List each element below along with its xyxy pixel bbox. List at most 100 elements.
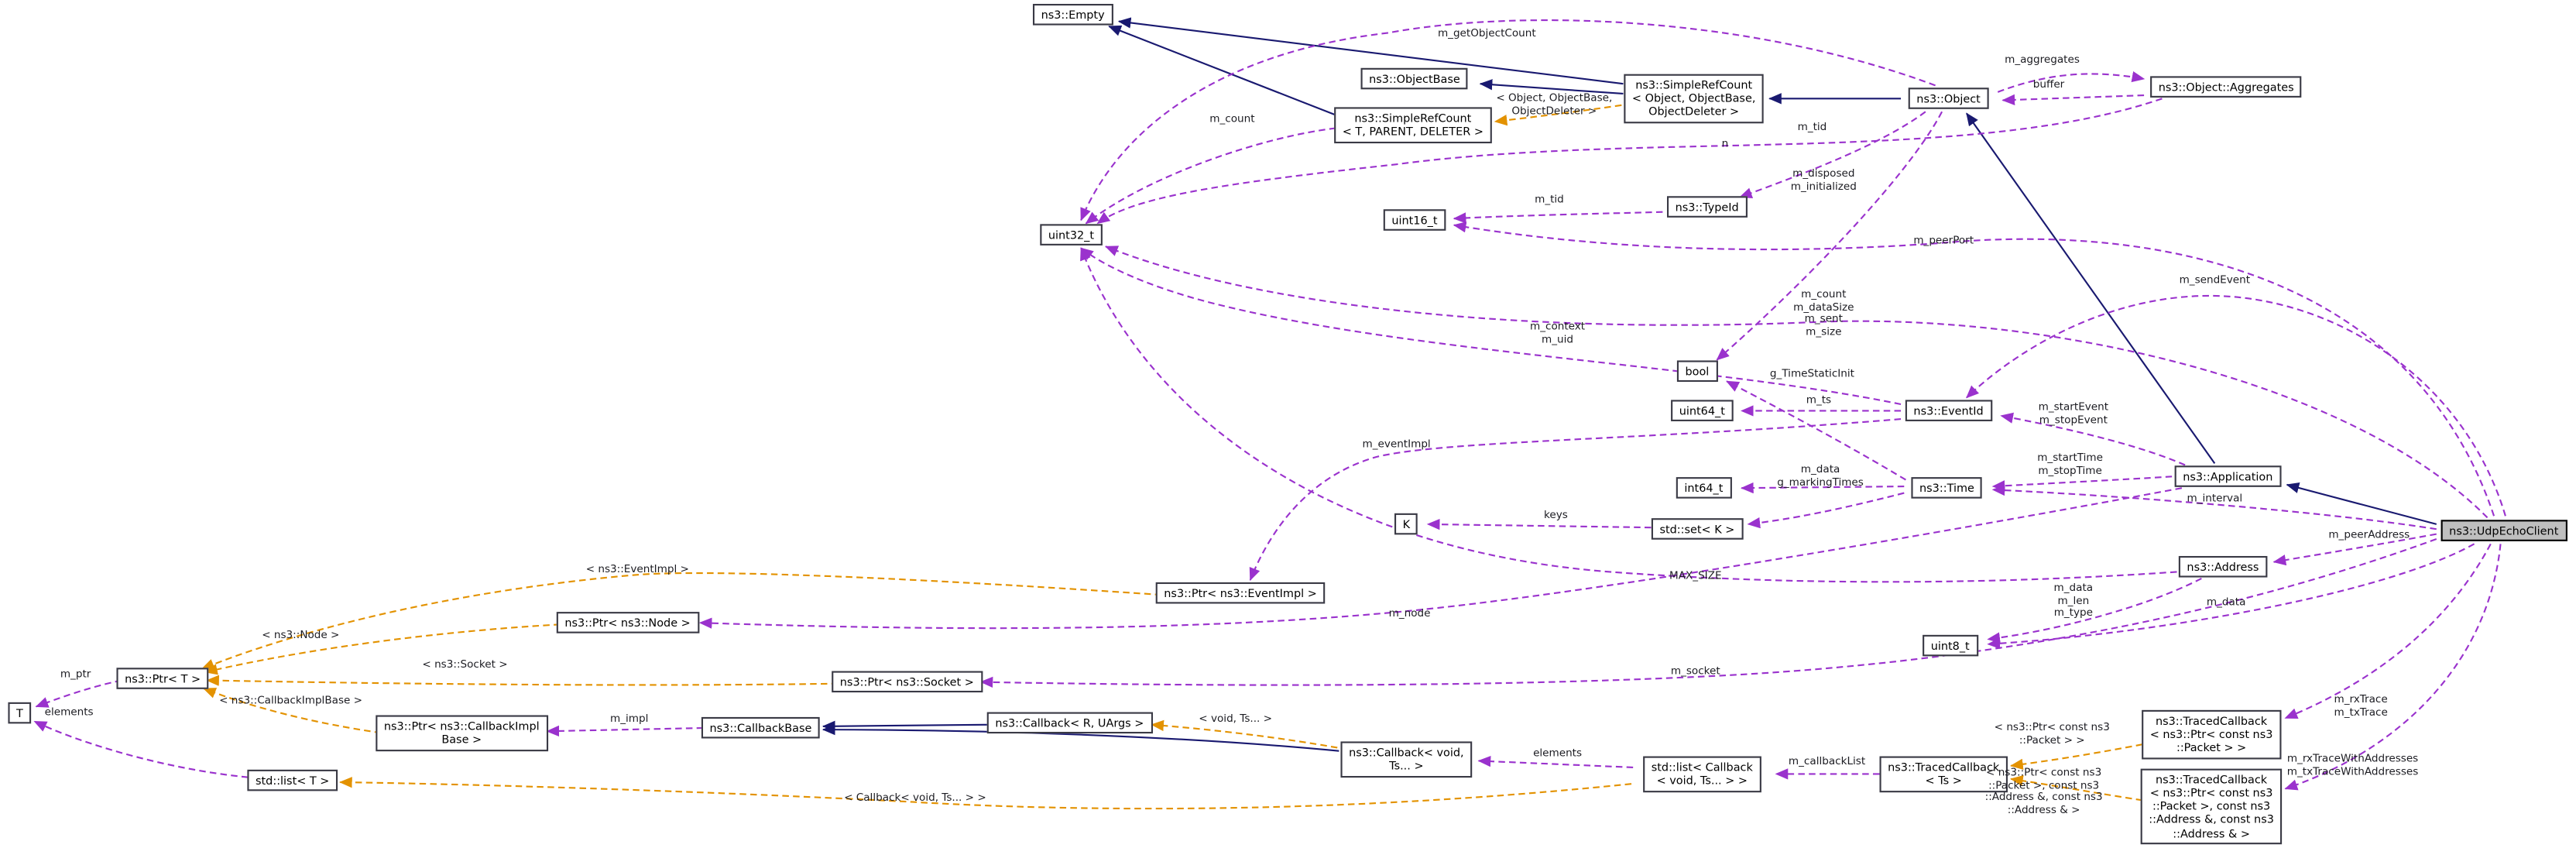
edge-tracedcallback-packet-to-tracedcallback-ts bbox=[2010, 743, 2143, 770]
edge-setk-to-k bbox=[1426, 518, 1652, 530]
node-bool[interactable]: bool bbox=[1676, 360, 1717, 383]
edge-label-ptr-node-to-ptr-t: < ns3::Node > bbox=[262, 628, 340, 642]
node-list-t[interactable]: std::list< T > bbox=[247, 769, 338, 791]
edge-label-list-t-to-t: elements bbox=[44, 705, 94, 719]
node-tracedcallback-ts[interactable]: ns3::TracedCallback < Ts > bbox=[1879, 756, 2008, 792]
edge-simplerefcount-object-to-objectbase bbox=[1479, 79, 1624, 95]
node-ptr-t[interactable]: ns3::Ptr< T > bbox=[116, 668, 209, 690]
node-empty[interactable]: ns3::Empty bbox=[1032, 4, 1113, 26]
edge-label-udpechoclient-to-time: m_interval bbox=[2187, 491, 2243, 505]
edge-label-list-callback-to-list-t: < Callback< void, Ts... > > bbox=[844, 791, 986, 805]
node-uint8[interactable]: uint8_t bbox=[1923, 634, 1978, 657]
node-objectbase[interactable]: ns3::ObjectBase bbox=[1360, 67, 1469, 90]
edge-label-udpechoclient-to-address: m_peerAddress bbox=[2328, 527, 2410, 541]
node-callback-void[interactable]: ns3::Callback< void, Ts... > bbox=[1340, 741, 1473, 778]
node-tracedcallback-addresses[interactable]: ns3::TracedCallback < ns3::Ptr< const ns… bbox=[2140, 768, 2283, 846]
edge-udpechoclient-to-tracedcallback-packet bbox=[2284, 543, 2492, 719]
edge-label-object-to-bool: m_disposed m_initialized bbox=[1790, 167, 1857, 193]
edge-callback-void-to-callback-r bbox=[1151, 719, 1338, 749]
node-simplerefcount-tpl[interactable]: ns3::SimpleRefCount < T, PARENT, DELETER… bbox=[1334, 107, 1492, 143]
edge-label-ptr-eventimpl-to-ptr-t: < ns3::EventImpl > bbox=[585, 562, 689, 576]
edge-object-to-uint32 bbox=[1080, 19, 1936, 221]
node-typeid[interactable]: ns3::TypeId bbox=[1666, 196, 1748, 218]
edge-simplerefcount-tpl-to-uint32 bbox=[1085, 127, 1336, 225]
edge-label-tracedcallback-ts-to-list-callback: m_callbackList bbox=[1788, 754, 1866, 768]
edge-callback-void-to-callbackbase bbox=[822, 723, 1339, 752]
edge-ptr-eventimpl-to-ptr-t bbox=[201, 572, 1162, 670]
edge-udpechoclient-to-uint16 bbox=[1453, 221, 2495, 517]
edge-aggregates-to-object bbox=[2001, 94, 2145, 106]
edge-label-udpechoclient-to-uint32: m_count m_dataSize m_sent m_size bbox=[1793, 287, 1854, 338]
edge-label-aggregates-to-uint32: n bbox=[1721, 136, 1729, 150]
edge-object-to-bool bbox=[1716, 111, 1943, 361]
edge-udpechoclient-to-uint8 bbox=[1987, 543, 2475, 650]
edge-label-list-callback-to-callback-void: elements bbox=[1533, 746, 1583, 760]
node-callback-r[interactable]: ns3::Callback< R, UArgs > bbox=[986, 712, 1152, 734]
edge-label-application-to-eventid: m_startEvent m_stopEvent bbox=[2038, 400, 2109, 426]
edge-label-address-to-uint32: MAX_SIZE bbox=[1669, 568, 1722, 582]
edge-label-udpechoclient-to-tracedcallback-addresses: m_rxTraceWithAddresses m_txTraceWithAddr… bbox=[2286, 751, 2419, 778]
edge-label-udpechoclient-to-ptr-socket: m_socket bbox=[1670, 664, 1720, 678]
edge-callback-r-to-callbackbase bbox=[822, 720, 991, 732]
edge-label-application-to-time: m_startTime m_stopTime bbox=[2037, 451, 2103, 477]
edge-label-object-to-typeid: m_tid bbox=[1797, 120, 1827, 134]
edge-eventid-to-uint32 bbox=[1080, 247, 1902, 406]
edge-time-to-bool bbox=[1726, 380, 1906, 481]
edge-label-address-to-uint8: m_data m_len m_type bbox=[2053, 581, 2094, 620]
edge-label-udpechoclient-to-uint8: m_data bbox=[2206, 595, 2246, 609]
edge-label-tracedcallback-packet-to-tracedcallback-ts: < ns3::Ptr< const ns3 ::Packet > > bbox=[1994, 720, 2110, 747]
node-application[interactable]: ns3::Application bbox=[2174, 465, 2281, 488]
edge-object-to-typeid bbox=[1738, 111, 1926, 199]
node-callbackbase[interactable]: ns3::CallbackBase bbox=[701, 716, 820, 740]
edge-udpechoclient-to-tracedcallback-addresses bbox=[2284, 544, 2502, 791]
node-ptr-socket[interactable]: ns3::Ptr< ns3::Socket > bbox=[832, 671, 983, 693]
edge-ptr-callbackimplbase-to-ptr-t bbox=[203, 688, 382, 734]
edge-label-ptr-callbackimplbase-to-ptr-t: < ns3::CallbackImplBase > bbox=[219, 693, 363, 707]
edge-application-to-eventid bbox=[2000, 412, 2186, 466]
node-time[interactable]: ns3::Time bbox=[1911, 477, 1983, 500]
node-address[interactable]: ns3::Address bbox=[2178, 555, 2268, 578]
edge-callbackbase-to-ptr-callbackimplbase bbox=[546, 725, 704, 737]
edge-udpechoclient-to-application bbox=[2286, 482, 2437, 525]
edge-aggregates-to-uint32 bbox=[1096, 98, 2163, 225]
node-object[interactable]: ns3::Object bbox=[1908, 88, 1989, 110]
node-aggregates[interactable]: ns3::Object::Aggregates bbox=[2150, 76, 2303, 98]
node-udpechoclient[interactable]: ns3::UdpEchoClient bbox=[2441, 520, 2567, 542]
edge-label-simplerefcount-tpl-to-uint32: m_count bbox=[1209, 112, 1255, 125]
edge-label-ptr-t-to-t: m_ptr bbox=[60, 667, 91, 681]
edge-udpechoclient-to-time bbox=[1991, 484, 2437, 530]
edge-label-udpechoclient-to-eventid: m_sendEvent bbox=[2179, 273, 2251, 287]
edge-time-to-setk bbox=[1747, 492, 1905, 529]
node-uint32[interactable]: uint32_t bbox=[1040, 224, 1103, 246]
edge-list-t-to-t bbox=[33, 720, 249, 778]
edge-address-to-uint8 bbox=[1987, 577, 2202, 644]
node-k[interactable]: K bbox=[1394, 513, 1418, 535]
node-int64[interactable]: int64_t bbox=[1676, 477, 1732, 500]
edge-application-to-object bbox=[1966, 112, 2216, 464]
node-list-callback[interactable]: std::list< Callback < void, Ts... > > bbox=[1643, 756, 1761, 792]
edge-label-time-to-bool: g_TimeStaticInit bbox=[1769, 366, 1854, 380]
node-tracedcallback-packet[interactable]: ns3::TracedCallback < ns3::Ptr< const ns… bbox=[2142, 709, 2282, 760]
node-uint64[interactable]: uint64_t bbox=[1671, 400, 1734, 422]
node-ptr-node[interactable]: ns3::Ptr< ns3::Node > bbox=[556, 612, 699, 634]
node-setk[interactable]: std::set< K > bbox=[1651, 518, 1743, 541]
edge-label-setk-to-k: keys bbox=[1544, 508, 1568, 522]
node-eventid[interactable]: ns3::EventId bbox=[1905, 400, 1992, 422]
node-ptr-eventimpl[interactable]: ns3::Ptr< ns3::EventImpl > bbox=[1155, 582, 1326, 605]
edge-label-tracedcallback-addresses-to-tracedcallback-ts: < ns3::Ptr< const ns3 ::Packet >, const … bbox=[1984, 765, 2103, 816]
edge-typeid-to-uint16 bbox=[1453, 211, 1663, 224]
edge-label-udpechoclient-to-tracedcallback-packet: m_rxTrace m_txTrace bbox=[2334, 692, 2388, 719]
node-t[interactable]: T bbox=[8, 702, 32, 724]
node-simplerefcount-object[interactable]: ns3::SimpleRefCount < Object, ObjectBase… bbox=[1624, 74, 1765, 123]
edge-label-ptr-socket-to-ptr-t: < ns3::Socket > bbox=[422, 657, 508, 671]
node-ptr-callbackimplbase[interactable]: ns3::Ptr< ns3::CallbackImpl Base > bbox=[376, 715, 548, 751]
edge-udpechoclient-to-uint32 bbox=[1104, 245, 2489, 519]
edge-address-to-uint32 bbox=[1080, 247, 2177, 583]
edge-application-to-time bbox=[1991, 475, 2173, 492]
edge-udpechoclient-to-eventid bbox=[1966, 294, 2506, 517]
edge-label-callbackbase-to-ptr-callbackimplbase: m_impl bbox=[610, 712, 649, 726]
edge-label-eventid-to-uint64: m_ts bbox=[1806, 393, 1832, 407]
node-uint16[interactable]: uint16_t bbox=[1383, 209, 1446, 232]
